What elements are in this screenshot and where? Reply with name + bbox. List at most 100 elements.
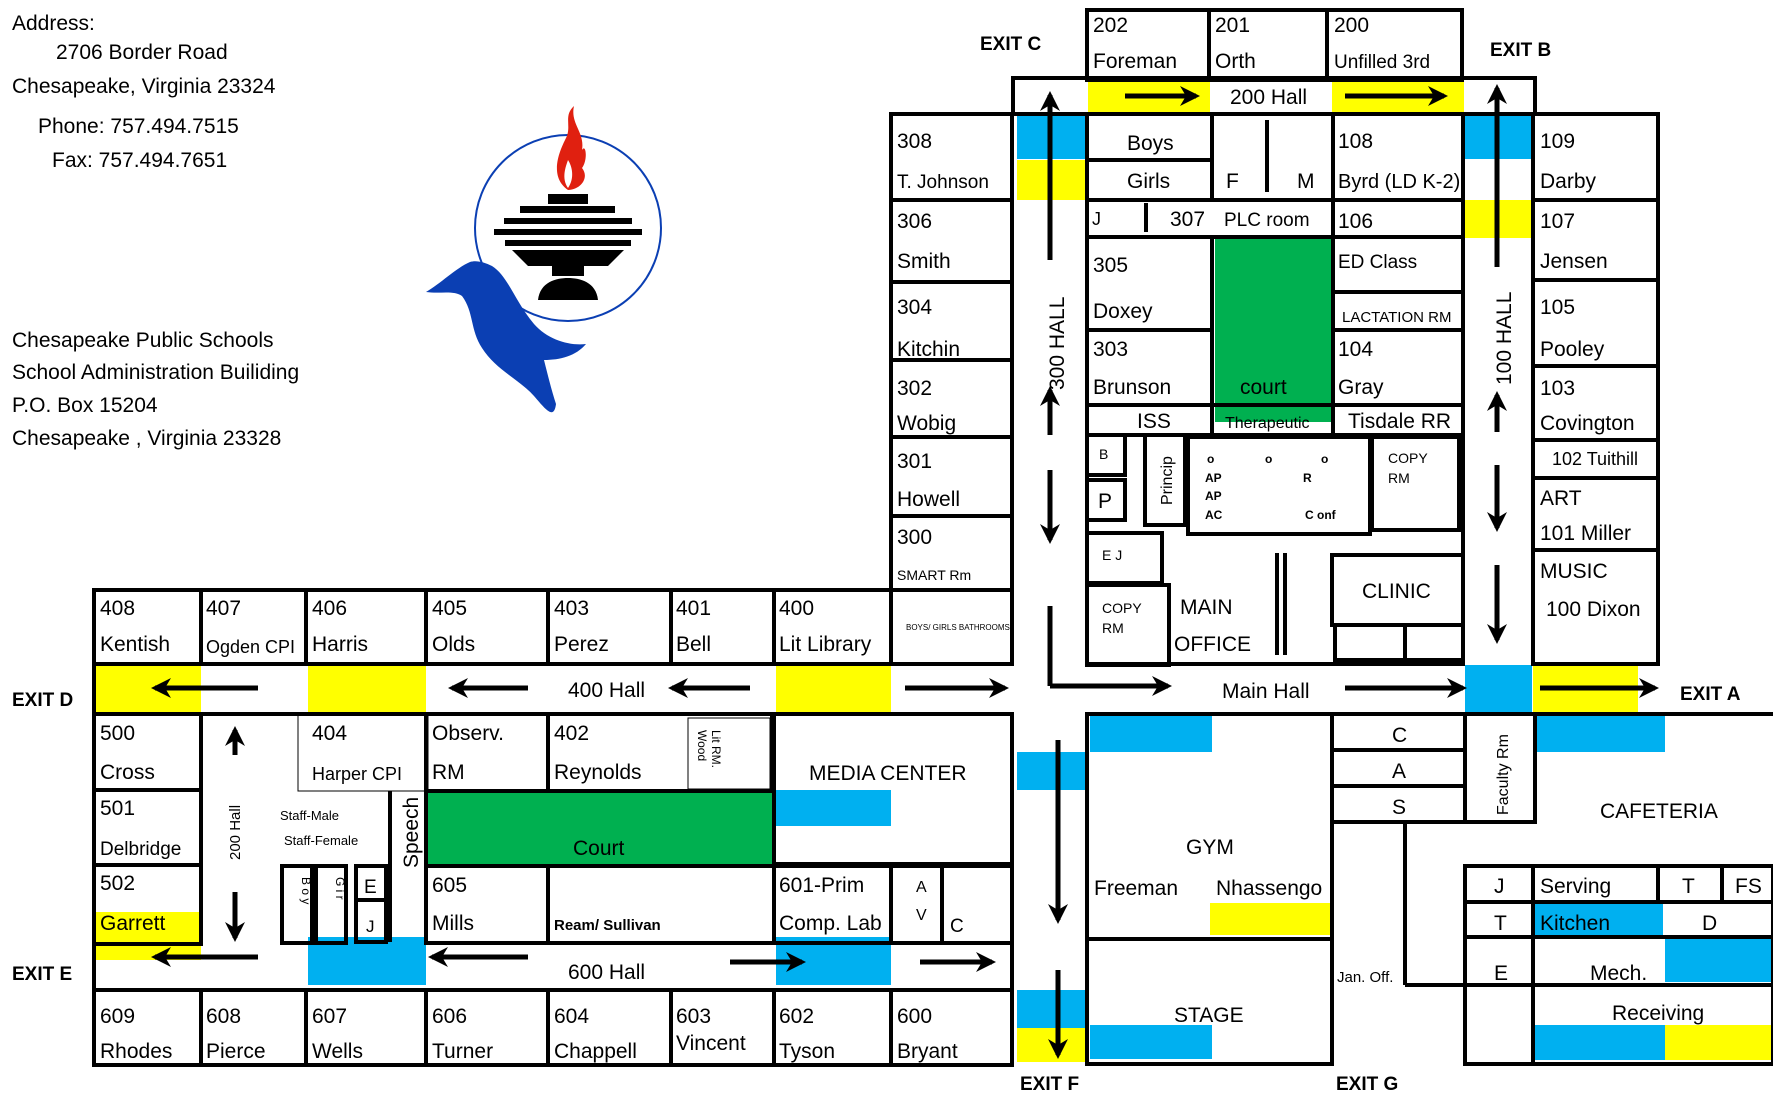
copy-room-1: COPY [1388,450,1428,466]
room-306: 306 [897,210,932,233]
walls [92,8,1773,1067]
room-e-500: E [364,877,377,898]
office-o3: o [1321,452,1328,466]
room-103: 103 [1540,377,1575,400]
janitor-office: Jan. Off. [1337,969,1393,986]
ap-office-2: AP [1205,489,1222,503]
room-601-name: Comp. Lab [779,912,882,935]
cas-s: S [1392,796,1406,819]
room-501-name: Delbridge [100,839,181,860]
room-202-name: Foreman [1093,50,1177,73]
room-402-name: Reynolds [554,761,642,784]
copy-room-2-rm: RM [1102,620,1124,636]
room-301-name: Howell [897,488,960,511]
room-202: 202 [1093,14,1128,37]
copy-room-2: COPY [1102,600,1142,616]
observation-room: Observ. [432,722,504,745]
copy-room-1-rm: RM [1388,470,1410,486]
room-306-name: Smith [897,250,951,273]
room-609: 609 [100,1005,135,1028]
room-405: 405 [432,597,467,620]
room-104-name: Gray [1338,376,1384,399]
room-401-name: Bell [676,633,711,656]
hall-labels: 200 Hall 400 Hall 600 Hall Main Hall 300… [227,86,1516,984]
exit-c: EXIT C [980,34,1042,55]
room-c-600: C [950,916,964,937]
lit-room: Lit RM. [709,730,723,768]
room-604: 604 [554,1005,589,1028]
hall-100: 100 HALL [1493,292,1516,385]
staff-female-restroom: Staff-Female [284,833,358,848]
room-107-name: Jensen [1540,250,1608,273]
lit-room-wood: Wood [695,730,709,761]
room-402: 402 [554,722,589,745]
gym-nhassengo: Nhassengo [1216,877,1322,900]
room-105-name: Pooley [1540,338,1605,361]
hall-400: 400 Hall [568,679,645,702]
mechanical-room: Mech. [1590,962,1647,985]
iss-room: ISS [1137,410,1171,433]
kitchen-t2: T [1494,912,1507,935]
room-500: 500 [100,722,135,745]
room-604-name: Chappell [554,1040,637,1063]
room-300-name: SMART Rm [897,567,971,583]
room-302-name: Wobig [897,412,956,435]
room-407: 407 [206,597,241,620]
room-109-name: Darby [1540,170,1597,193]
admin-line-3: P.O. Box 15204 [12,394,158,417]
staff-male-restroom: Staff-Male [280,808,339,823]
room-408: 408 [100,597,135,620]
room-403: 403 [554,597,589,620]
room-labels: 202 Foreman 201 Orth 200 Unfilled 3rd 30… [100,14,1762,1063]
room-108-name: Byrd (LD K-2) [1338,171,1460,193]
av-a: A [916,879,927,896]
room-106-name: ED Class [1338,252,1417,273]
room-100: 100 Dixon [1546,598,1641,621]
hall-300: 300 HALL [1046,297,1069,390]
cas-c: C [1392,724,1407,747]
boys-restroom-500: B o y [299,877,313,904]
room-606-name: Turner [432,1040,493,1063]
room-600-name: Bryant [897,1040,958,1063]
kitchen-fs: FS [1735,875,1762,898]
plc-room: PLC room [1224,210,1310,231]
admin-line-2: School Administration Builiding [12,361,300,384]
exit-b: EXIT B [1490,40,1551,61]
admin-line-4: Chesapeake , Virginia 23328 [12,427,282,450]
main-hall: Main Hall [1222,680,1310,703]
cafeteria: CAFETERIA [1600,800,1718,823]
kitchen-j: J [1494,875,1505,898]
room-406: 406 [312,597,347,620]
kitchen-t1: T [1682,875,1695,898]
room-301: 301 [897,450,932,473]
girls-restroom-500: G i r [333,877,347,900]
room-502: 502 [100,872,135,895]
room-302: 302 [897,377,932,400]
room-408-name: Kentish [100,633,170,656]
room-b: B [1099,446,1108,462]
address-label: Address: [12,12,95,35]
city-address: Chesapeake, Virginia 23324 [12,75,276,98]
serving: Serving [1540,875,1611,898]
room-307: 307 [1170,208,1205,231]
hall-arrows [151,84,1659,1059]
room-500-name: Cross [100,761,155,784]
room-608: 608 [206,1005,241,1028]
room-j-500: J [366,917,375,936]
kitchen-d: D [1702,912,1717,935]
main-office-2: OFFICE [1174,633,1251,656]
room-603: 603 [676,1005,711,1028]
hall-200: 200 Hall [1230,86,1307,109]
room-305: 305 [1093,254,1128,277]
bathrooms-400: BOYS/ GIRLS BATHROOMS [906,623,1010,632]
room-304-name: Kitchin [897,338,960,361]
room-305-name: Doxey [1093,300,1153,323]
room-109: 109 [1540,130,1575,153]
room-602-name: Tyson [779,1040,835,1063]
room-105: 105 [1540,296,1575,319]
exit-a: EXIT A [1680,684,1741,705]
girls-restroom: Girls [1127,170,1170,193]
room-400: 400 [779,597,814,620]
room-403-name: Perez [554,633,609,656]
